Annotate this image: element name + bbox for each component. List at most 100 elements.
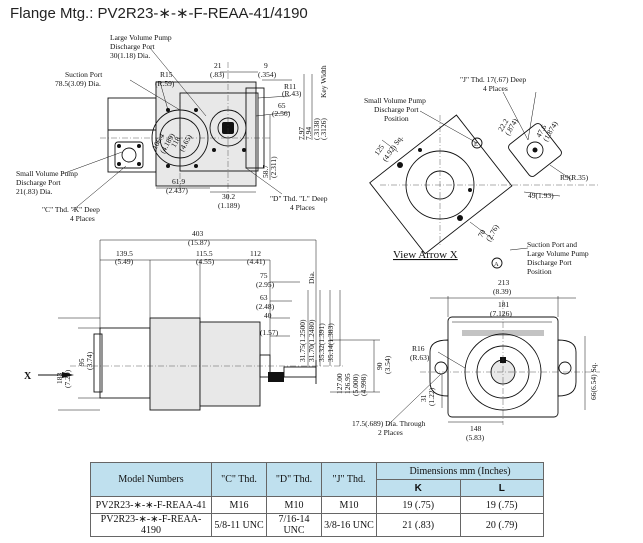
dim-302: 30.2 <box>222 192 235 201</box>
dim-794: 7.94 <box>304 127 313 140</box>
cell-k: 21 (.83) <box>376 513 461 537</box>
suction-large-pos-2: Large Volume Pump <box>527 249 589 258</box>
dim-1155-in: (4.55) <box>196 257 215 266</box>
suction-large-pos-4: Position <box>527 267 552 276</box>
dia-places-label: 2 Places <box>378 428 403 437</box>
dim-90-in: (3.54) <box>383 355 392 374</box>
dim-21-in: (.83) <box>210 70 225 79</box>
technical-drawing: Large Volume Pump Discharge Port 30(1.18… <box>16 33 600 442</box>
side-view <box>38 239 380 411</box>
r16-label-in: (R.63) <box>410 353 430 362</box>
dim-3532b: 35.14(1.383) <box>326 323 335 362</box>
front-view <box>61 47 313 212</box>
dim-40-in: (1.57) <box>260 328 279 337</box>
dim-1395: 139.5 <box>116 249 133 258</box>
small-port-label-1: Small Volume Pump <box>16 169 78 178</box>
dim-31: 31 <box>419 394 428 402</box>
suction-large-pos-1: Suction Port and <box>527 240 577 249</box>
dim-302-in: (1.189) <box>218 201 240 210</box>
dim-r9: R9(R.35) <box>560 173 589 182</box>
small-port-pos-1: Small Volume Pump <box>364 96 426 105</box>
table-header-row: Model Numbers "C" Thd. "D" Thd. "J" Thd.… <box>90 462 544 497</box>
a-mark: A <box>494 261 499 268</box>
dim-70-in: (2.76) <box>484 222 501 243</box>
header-k: K <box>376 479 461 497</box>
dim-3175a: 31.75(1.2500) <box>298 319 307 362</box>
dim-12700b: 126.95 <box>343 373 352 394</box>
r16-label: R16 <box>412 344 425 353</box>
small-port-pos-3: Position <box>384 114 409 123</box>
small-port-label-3: 21(.83) Dia. <box>16 187 53 196</box>
d-thd-label: "D" Thd. "L" Deep <box>270 194 328 203</box>
header-dimensions: Dimensions mm (Inches) <box>376 462 544 480</box>
dim-95: 95 <box>77 358 86 366</box>
view-arrow-x-labels: "J" Thd. 17(.67) Deep 4 Places Small Vol… <box>364 75 589 276</box>
dim-619-in: (2.437) <box>166 186 188 195</box>
j-places-label: 4 Places <box>483 84 508 93</box>
e-mark: E <box>474 141 478 148</box>
suction-port-label-1: Suction Port <box>65 70 103 79</box>
dim-75-in: (2.95) <box>256 280 275 289</box>
flange-view <box>387 296 600 426</box>
dim-63-in: (2.48) <box>256 302 275 311</box>
dim-49: 49(1.93) <box>528 191 554 200</box>
dim-403: 403 <box>192 229 204 238</box>
dim-3532a: 35.32(1.391) <box>317 323 326 362</box>
cell-model: PV2R23-∗-∗-F-REAA-4190 <box>90 513 212 537</box>
dim-148: 148 <box>470 424 482 433</box>
dim-794-in: (.3126) <box>319 118 328 140</box>
dim-9-in: (.354) <box>258 70 277 79</box>
cell-d-thd: M10 <box>266 496 322 514</box>
small-port-label-2: Discharge Port <box>16 178 62 187</box>
dim-587: 58.7 <box>261 165 270 178</box>
suction-port-label-2: 78.5(3.09) Dia. <box>55 79 101 88</box>
flange-view-labels: 213 (8.39) 181 (7.126) R16 (R.63) 31 (1.… <box>352 278 598 442</box>
cell-j-thd: 3/8-16 UNC <box>321 513 377 537</box>
dim-31-in: (1.22) <box>427 387 436 406</box>
suction-large-pos-3: Discharge Port <box>527 258 573 267</box>
cell-c-thd: M16 <box>211 496 267 514</box>
dia-word: Dia. <box>307 271 316 284</box>
dim-21: 21 <box>214 61 222 70</box>
x-mark: X <box>24 371 32 382</box>
header-d-thd: "D" Thd. <box>266 462 322 497</box>
dim-112: 112 <box>250 249 261 258</box>
dim-181: 181 <box>498 300 510 309</box>
dim-40: 40 <box>264 311 272 320</box>
c-thd-label: "C" Thd. "K" Deep <box>42 205 100 214</box>
dim-65-in: (2.56) <box>272 109 291 118</box>
dim-90: 90 <box>375 362 384 370</box>
header-model: Model Numbers <box>90 462 212 497</box>
dim-65: 65 <box>278 101 286 110</box>
large-port-label-2: Discharge Port <box>110 42 156 51</box>
spec-table: Model Numbers "C" Thd. "D" Thd. "J" Thd.… <box>90 462 544 537</box>
dim-r11-in: (R.43) <box>282 89 302 98</box>
table-row: PV2R23-∗-∗-F-REAA-4190 5/8-11 UNC 7/16-1… <box>90 513 544 537</box>
cell-l: 20 (.79) <box>459 513 544 537</box>
dim-9: 9 <box>264 61 268 70</box>
key-width-label: Key Width <box>319 65 328 98</box>
table-subheader-row: K L <box>91 479 544 497</box>
dim-213-in: (8.39) <box>493 287 512 296</box>
dim-213: 213 <box>498 278 510 287</box>
dim-148-in: (5.83) <box>466 433 485 442</box>
dim-183-in: (7.20) <box>63 369 72 388</box>
large-port-label-3: 30(1.18) Dia. <box>110 51 150 60</box>
dim-797: 7.97 <box>297 127 306 140</box>
cell-j-thd: M10 <box>321 496 377 514</box>
view-arrow-label: View Arrow X <box>393 249 458 261</box>
cell-c-thd: 5/8-11 UNC <box>211 513 267 537</box>
dim-5000b: (4.998) <box>359 374 368 396</box>
cell-l: 19 (.75) <box>459 496 544 514</box>
dim-12700a: 127.00 <box>335 373 344 394</box>
cell-d-thd: 7/16-14 UNC <box>266 513 322 537</box>
dim-63: 63 <box>260 293 268 302</box>
dim-797-in: (.3138) <box>312 118 321 140</box>
dim-181-in: (7.126) <box>490 309 512 318</box>
dim-5000a: (5.000) <box>351 374 360 396</box>
dim-1395-in: (5.49) <box>115 257 134 266</box>
dim-70: 70 <box>476 228 488 239</box>
d-places-label: 4 Places <box>290 203 315 212</box>
header-c-thd: "C" Thd. <box>211 462 267 497</box>
dim-587-in: (2.311) <box>269 156 278 178</box>
